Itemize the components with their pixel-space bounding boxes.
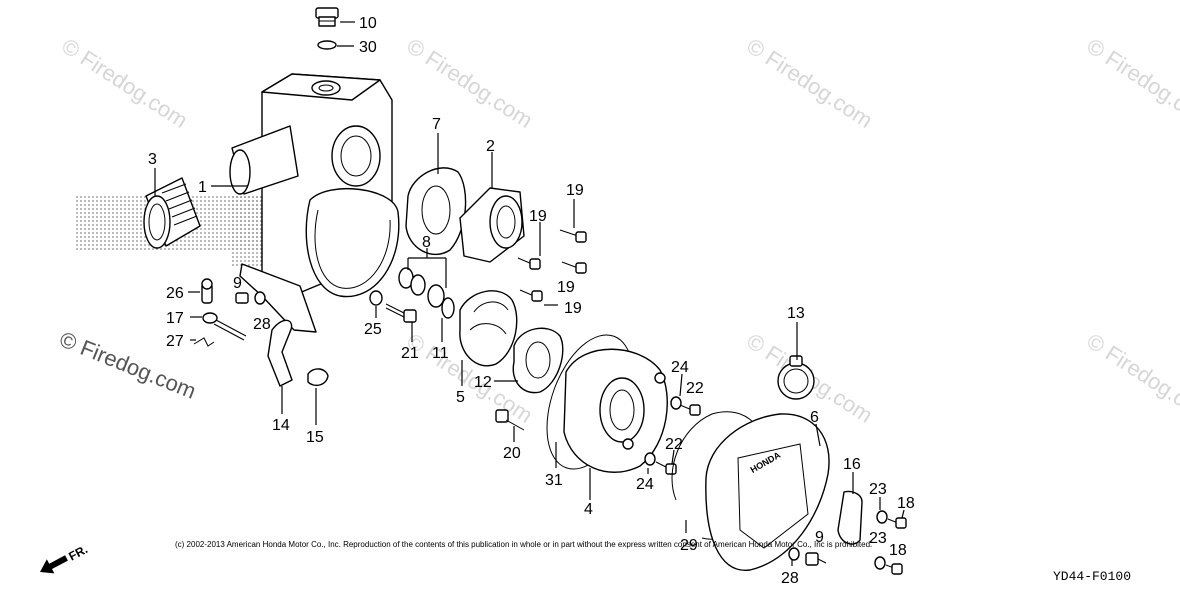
callout-18: 18 <box>897 495 915 512</box>
callout-26: 26 <box>166 285 184 302</box>
callout-3: 3 <box>148 151 157 168</box>
callout-19: 19 <box>529 208 547 225</box>
callout-28: 28 <box>253 316 271 333</box>
part-26-pin <box>201 278 213 304</box>
part-22-bolt <box>655 461 677 475</box>
callout-24: 24 <box>636 476 654 493</box>
callout-9: 9 <box>815 529 824 546</box>
callout-9: 9 <box>233 275 242 292</box>
callout-16: 16 <box>843 456 861 473</box>
callout-11: 11 <box>432 345 449 362</box>
callout-18: 18 <box>889 542 907 559</box>
part-28-washer <box>254 291 266 305</box>
part-11-ring <box>441 297 455 319</box>
part-2-cover <box>459 187 525 263</box>
front-direction-arrow: FR. <box>40 542 90 574</box>
callout-22: 22 <box>665 436 683 453</box>
callout-labels: 10 30 3 1 7 2 19 19 19 19 8 26 9 17 28 2… <box>148 15 915 587</box>
part-23-washer <box>876 510 888 524</box>
part-19-bolts <box>517 229 587 302</box>
callout-23: 23 <box>869 481 887 498</box>
callout-23: 23 <box>869 530 887 547</box>
callout-19: 19 <box>564 300 582 317</box>
bolt <box>517 257 541 270</box>
callout-2: 2 <box>486 138 495 155</box>
callout-21: 21 <box>401 345 419 362</box>
callout-7: 7 <box>432 116 441 133</box>
part-20-bolt <box>495 409 525 431</box>
watermark: © Firedog.com <box>1082 328 1180 428</box>
part-30-washer <box>317 40 337 50</box>
part-13-hose-clamp <box>777 355 815 400</box>
callout-29: 29 <box>680 537 698 554</box>
callout-15: 15 <box>306 429 324 446</box>
callout-22: 22 <box>686 380 704 397</box>
callout-8: 8 <box>422 234 431 251</box>
callout-5: 5 <box>456 389 465 406</box>
part-21-bolt <box>385 303 417 323</box>
callout-19: 19 <box>566 182 584 199</box>
watermark: © Firedog.com <box>402 33 537 133</box>
callout-28: 28 <box>781 570 799 587</box>
callout-30: 30 <box>359 39 377 56</box>
part-24-washer <box>670 396 682 410</box>
callout-19: 19 <box>557 279 575 296</box>
part-22-bolt <box>679 404 701 416</box>
part-1-pump-housing <box>229 73 400 333</box>
part-18-bolt <box>885 563 903 575</box>
leader-lines <box>154 21 905 566</box>
part-17-bolt <box>202 312 247 341</box>
callout-13: 13 <box>787 305 805 322</box>
part-27-chain <box>193 337 215 347</box>
bolt <box>561 261 587 274</box>
direction-label: FR. <box>66 542 90 563</box>
watermark: © Firedog.com <box>742 33 877 133</box>
part-23-washer <box>874 556 886 570</box>
part-8-seal <box>398 267 445 308</box>
callout-20: 20 <box>503 445 521 462</box>
part-24-washer <box>644 452 656 466</box>
part-7-gasket <box>405 167 467 256</box>
callout-17: 17 <box>166 310 184 327</box>
part-25-washer <box>369 290 383 306</box>
watermark: © Firedog.com <box>57 33 192 133</box>
callout-14: 14 <box>272 417 290 434</box>
part-18-bolt <box>887 517 907 529</box>
part-12-wear-plate <box>512 327 564 394</box>
part-10-plug <box>315 7 339 27</box>
diagram-code: YD44-F0100 <box>1053 569 1131 584</box>
callout-6: 6 <box>810 409 819 426</box>
part-3-hose-nipple <box>143 177 201 249</box>
callout-27: 27 <box>166 333 184 350</box>
callout-1: 1 <box>198 179 207 196</box>
part-16-bracket <box>837 490 863 545</box>
callout-10: 10 <box>359 15 377 32</box>
part-28-washer <box>788 547 800 561</box>
copyright-notice: (c) 2002-2013 American Honda Motor Co., … <box>175 540 872 549</box>
part-5-impeller <box>459 290 518 367</box>
bolt <box>519 289 543 302</box>
part-9-drain <box>805 552 827 566</box>
watermark: © Firedog.com <box>1082 33 1180 133</box>
callout-4: 4 <box>584 501 593 518</box>
part-15-clip <box>307 368 329 387</box>
bolt <box>559 229 587 243</box>
callout-25: 25 <box>364 321 382 338</box>
callout-31: 31 <box>545 472 563 489</box>
callout-24: 24 <box>671 359 689 376</box>
part-4-casing <box>563 348 668 473</box>
callout-12: 12 <box>474 374 492 391</box>
part-9-drain <box>235 292 249 304</box>
part-14-bracket <box>267 319 293 387</box>
part-6-cover: HONDA <box>705 413 830 571</box>
